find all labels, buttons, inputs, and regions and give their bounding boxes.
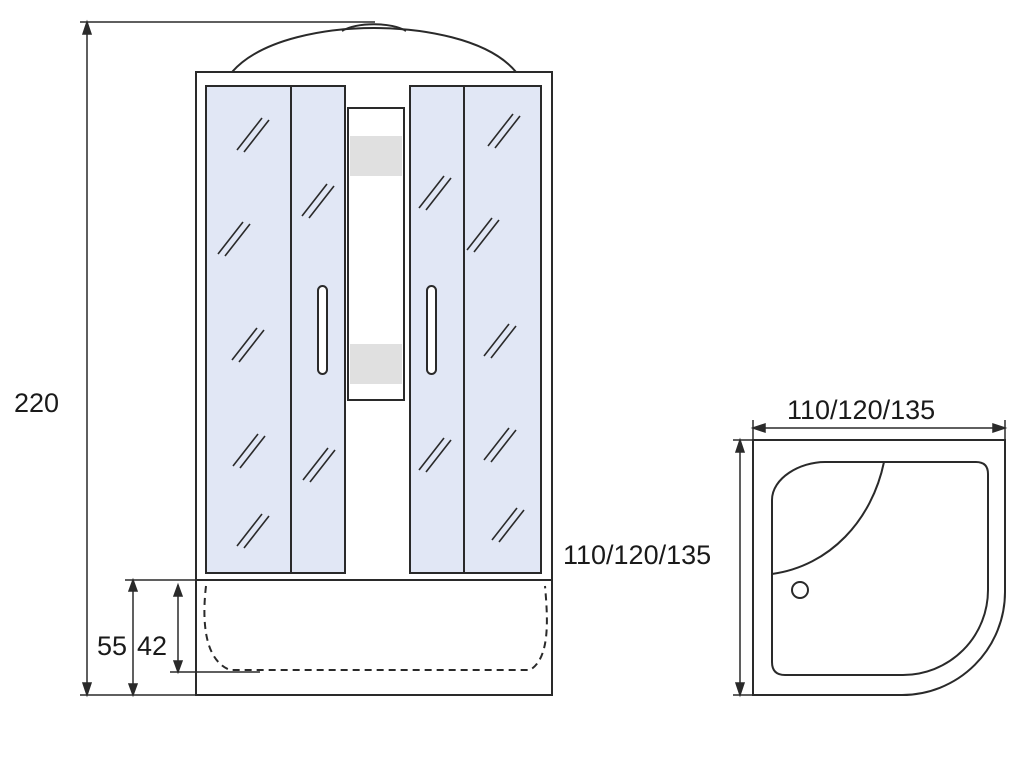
inner-tray-dim-arrow-bottom xyxy=(172,660,184,675)
roof-dome xyxy=(231,26,517,73)
roof-vent xyxy=(341,23,407,32)
front-view-dimensions xyxy=(80,19,552,698)
inner-tray-dim-arrow-top xyxy=(172,582,184,597)
glass-reflection-marks xyxy=(217,113,525,549)
left-fixed-glass xyxy=(205,85,293,574)
right-fixed-glass xyxy=(463,85,542,574)
tray-height-label: 55 xyxy=(97,631,127,661)
shower-tray-base xyxy=(195,579,553,696)
plan-view-dimensions xyxy=(733,420,1008,698)
depth-dim-arrow-top xyxy=(734,437,746,453)
total-height-label: 220 xyxy=(14,388,59,418)
center-frosted-band-bottom xyxy=(350,344,402,384)
tray-inner-basin xyxy=(771,461,989,676)
front-view xyxy=(195,23,553,696)
left-door-handle xyxy=(317,285,328,375)
tray-outer-outline xyxy=(752,439,1006,696)
tray-seat-curve xyxy=(771,461,885,575)
tray-dim-arrow-bottom xyxy=(127,683,139,698)
height-dim-arrow-top xyxy=(81,19,93,35)
depth-dim-arrow-bottom xyxy=(734,682,746,698)
plan-view xyxy=(752,439,1006,696)
depth-label: 110/120/135 xyxy=(563,540,711,570)
right-door-handle xyxy=(426,285,437,375)
width-label: 110/120/135 xyxy=(787,395,935,425)
drain-icon xyxy=(791,581,809,599)
tray-inner-height-label: 42 xyxy=(137,631,167,661)
tray-dim-arrow-top xyxy=(127,577,139,592)
right-sliding-door xyxy=(409,85,466,574)
center-frosted-band-top xyxy=(350,136,402,176)
width-dim-arrow-left xyxy=(750,422,766,434)
height-dim-arrow-bottom xyxy=(81,682,93,698)
tray-basin-hidden-outline xyxy=(203,585,548,671)
width-dim-arrow-right xyxy=(992,422,1008,434)
